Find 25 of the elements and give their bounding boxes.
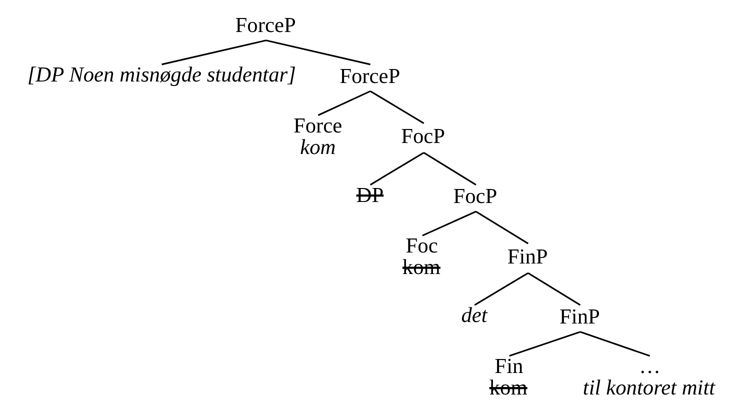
- node-text: FocP: [452, 184, 497, 208]
- connector: [580, 331, 650, 357]
- node-text: det: [460, 303, 487, 328]
- connector: [422, 210, 476, 236]
- node-text: ForceP: [234, 13, 296, 38]
- connector: [161, 40, 266, 66]
- node-text: FinP: [559, 304, 600, 329]
- connector: [369, 90, 424, 124]
- connector: [369, 152, 424, 186]
- connector: [265, 40, 370, 66]
- connector: [317, 90, 370, 116]
- node-text: FinP: [506, 244, 548, 268]
- connector: [474, 272, 528, 306]
- node-text: DP: [356, 182, 384, 207]
- node-text: Foc kom: [402, 234, 440, 280]
- connector: [508, 331, 580, 357]
- connector: [475, 210, 528, 244]
- connector: [422, 152, 476, 186]
- node-text: … til kontoret mitt: [582, 354, 715, 400]
- node-text: Fin kom: [488, 354, 527, 400]
- node-text: FocP: [400, 124, 445, 148]
- connector: [527, 272, 580, 306]
- node-text: [DP Noen misnøgde studentar]: [26, 62, 296, 87]
- node-text: Force kom: [292, 113, 342, 159]
- node-text: ForceP: [339, 64, 400, 88]
